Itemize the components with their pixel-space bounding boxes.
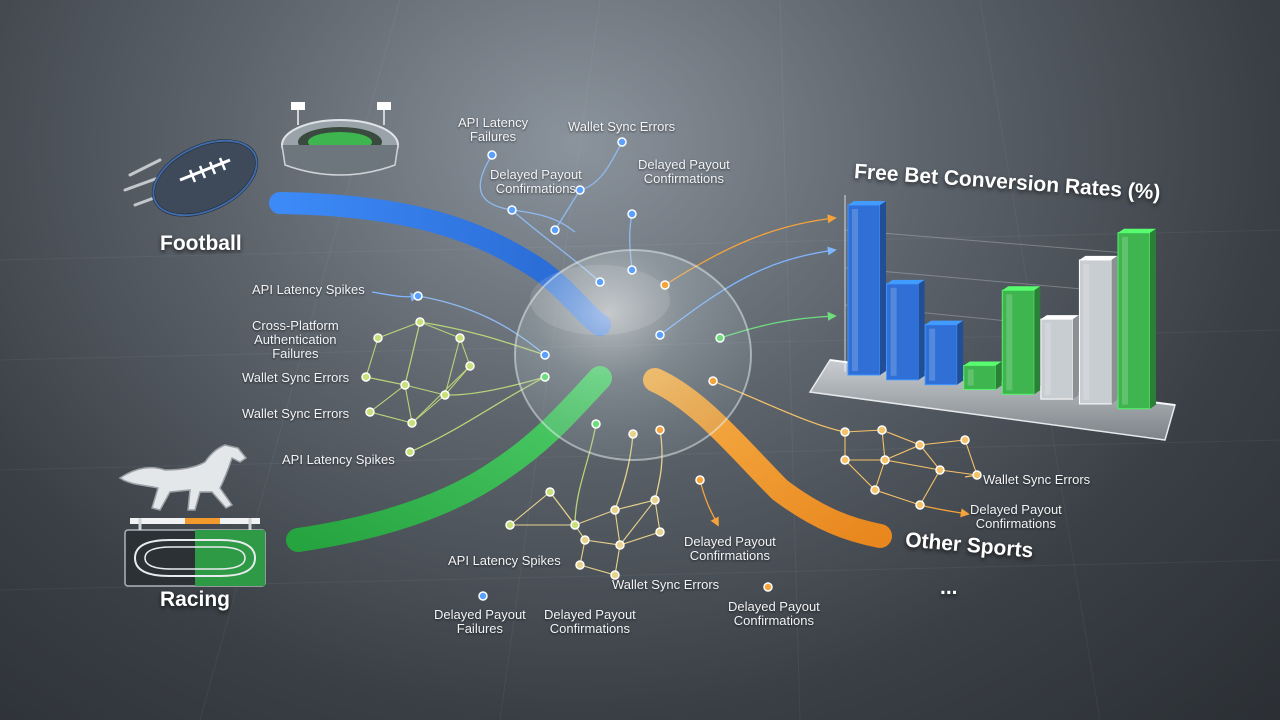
stadium-icon xyxy=(281,102,399,176)
bar-2 xyxy=(886,279,925,381)
central-hub-highlight xyxy=(530,265,670,335)
issue-label-16: Wallet Sync Errors xyxy=(983,472,1091,487)
central-hub-sphere xyxy=(514,249,752,461)
issue-label-2: Wallet Sync Errors xyxy=(568,119,676,134)
issue-label-10: API Latency Spikes xyxy=(448,553,561,568)
issue-label-12: Wallet Sync Errors xyxy=(612,577,720,592)
issue-label-5: API Latency Spikes xyxy=(252,282,365,297)
issue-label-8: Wallet Sync Errors xyxy=(242,406,350,421)
category-more: ... xyxy=(940,576,958,599)
horse-racing-icon xyxy=(118,444,266,587)
bar-6 xyxy=(1040,315,1079,400)
connector-nodes xyxy=(361,137,982,601)
issue-label-7: Wallet Sync Errors xyxy=(242,370,350,385)
bar-4 xyxy=(963,361,1002,390)
bar-1 xyxy=(847,201,886,376)
category-football: Football xyxy=(160,232,242,255)
football-icon xyxy=(123,139,259,217)
category-racing: Racing xyxy=(160,588,231,611)
bar-5 xyxy=(1001,286,1041,395)
bar-3 xyxy=(924,320,964,386)
bar-7 xyxy=(1078,255,1118,405)
right-node-network xyxy=(844,429,978,506)
bar-8 xyxy=(1117,228,1156,410)
bottom-node-network xyxy=(509,491,661,576)
issue-label-9: API Latency Spikes xyxy=(282,452,395,467)
bar-chart xyxy=(808,195,1176,441)
